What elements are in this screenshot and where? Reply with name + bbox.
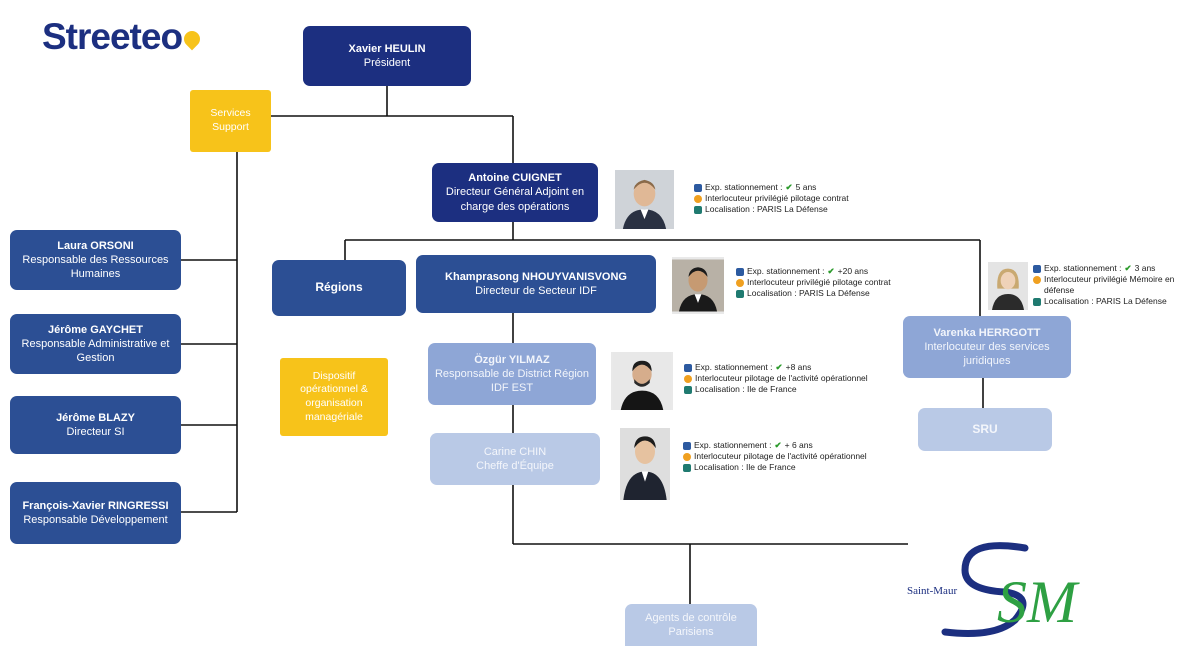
equipe-name: Carine CHIN <box>483 445 547 458</box>
interlocutor-icon <box>736 278 744 287</box>
checkmark-icon: ✔ <box>785 182 793 192</box>
logo-sm-text: SM <box>997 569 1080 635</box>
interlocutor-text: Interlocuteur pilotage de l'activité opé… <box>694 451 867 461</box>
logo-text: Streeteo <box>42 16 183 57</box>
dga-box: Antoine CUIGNET Directeur Général Adjoin… <box>432 163 598 222</box>
district-role: Responsable de District Région IDF EST <box>434 367 590 395</box>
district-name: Özgür YILMAZ <box>474 353 550 366</box>
exp-label: Exp. stationnement : <box>1044 263 1122 273</box>
location-icon <box>1033 297 1041 306</box>
logo-saint-maur-text: Saint-Maur <box>907 585 957 597</box>
location-text: Localisation : PARIS La Défense <box>1044 296 1167 306</box>
president-role: Président <box>363 57 411 69</box>
saint-maur-logo: SM Saint-Maur <box>907 542 1080 637</box>
location-icon <box>736 289 744 298</box>
location-icon <box>683 463 691 472</box>
info-nhouyvanisvong: Exp. stationnement :✔+20 ans Interlocute… <box>736 266 891 299</box>
location-text: Localisation : Ile de France <box>694 462 796 472</box>
dga-role: Directeur Général Adjoint en charge des … <box>445 186 585 213</box>
juridique-name: Varenka HERRGOTT <box>933 326 1041 339</box>
president-name: Xavier HEULIN <box>348 42 426 55</box>
services-support-box: Services Support <box>190 90 271 152</box>
interlocutor-icon <box>684 374 692 383</box>
staff-name: François-Xavier RINGRESSI <box>22 499 169 512</box>
location-text: Localisation : PARIS La Défense <box>747 288 870 298</box>
location-text: Localisation : PARIS La Défense <box>705 204 828 214</box>
streeteo-logo: Streeteo <box>42 16 204 58</box>
exp-label: Exp. stationnement : <box>747 266 825 276</box>
staff-role: Responsable Développement <box>23 514 168 526</box>
equipe-box: Carine CHIN Cheffe d'Équipe <box>430 433 600 485</box>
photo-herrgott <box>988 262 1028 310</box>
exp-label: Exp. stationnement : <box>695 362 773 372</box>
staff-role: Directeur SI <box>66 426 125 438</box>
experience-icon <box>684 363 692 372</box>
checkmark-icon: ✔ <box>774 440 782 450</box>
interlocutor-text: Interlocuteur pilotage de l'activité opé… <box>695 373 868 383</box>
services-support-label: Services Support <box>210 107 251 133</box>
sru-box: SRU <box>918 408 1052 451</box>
photo-chin <box>620 428 670 500</box>
location-pin-icon <box>180 27 204 51</box>
experience-icon <box>694 183 702 192</box>
exp-value: 3 ans <box>1134 263 1156 273</box>
staff-name: Laura ORSONI <box>57 239 134 252</box>
juridique-role: Interlocuteur des services juridiques <box>924 340 1050 368</box>
checkmark-icon: ✔ <box>1124 263 1132 273</box>
location-text: Localisation : Ile de France <box>695 384 797 394</box>
agents-label: Agents de contrôle Parisiens <box>645 611 737 638</box>
exp-value: +20 ans <box>837 266 869 276</box>
staff-box-ringressi: François-Xavier RINGRESSI Responsable Dé… <box>10 482 181 544</box>
photo-yilmaz <box>611 352 673 410</box>
interlocutor-icon <box>683 452 691 461</box>
sru-label: SRU <box>972 421 998 436</box>
interlocutor-text: Interlocuteur privilégié Mémoire en défe… <box>1044 274 1175 295</box>
experience-icon <box>683 441 691 450</box>
info-chin: Exp. stationnement :✔+ 6 ans Interlocute… <box>683 440 867 473</box>
secteur-role: Directeur de Secteur IDF <box>475 285 597 297</box>
interlocutor-text: Interlocuteur privilégié pilotage contra… <box>705 193 849 203</box>
staff-role: Responsable des Ressources Humaines <box>22 253 169 281</box>
equipe-role: Cheffe d'Équipe <box>476 460 554 472</box>
staff-name: Jérôme BLAZY <box>56 411 135 424</box>
staff-role: Responsable Administrative et Gestion <box>21 337 170 365</box>
info-herrgott: Exp. stationnement :✔3 ans Interlocuteur… <box>1033 263 1188 307</box>
experience-icon <box>736 267 744 276</box>
exp-value: + 6 ans <box>784 440 813 450</box>
interlocutor-icon <box>694 194 702 203</box>
location-icon <box>684 385 692 394</box>
regions-box: Régions <box>272 260 406 316</box>
photo-nhouyvanisvong <box>672 257 724 314</box>
secteur-name: Khamprasong NHOUYVANISVONG <box>445 270 627 283</box>
info-yilmaz: Exp. stationnement :✔+8 ans Interlocuteu… <box>684 362 868 395</box>
exp-label: Exp. stationnement : <box>694 440 772 450</box>
dispositif-label: Dispositif opérationnel & organisation m… <box>300 369 368 423</box>
district-box: Özgür YILMAZ Responsable de District Rég… <box>428 343 596 405</box>
staff-name: Jérôme GAYCHET <box>48 323 143 336</box>
president-box: Xavier HEULIN Président <box>303 26 471 86</box>
exp-value: +8 ans <box>785 362 812 372</box>
checkmark-icon: ✔ <box>827 266 835 276</box>
interlocutor-icon <box>1033 276 1041 284</box>
interlocutor-text: Interlocuteur privilégié pilotage contra… <box>747 277 891 287</box>
secteur-box: Khamprasong NHOUYVANISVONG Directeur de … <box>416 255 656 313</box>
regions-label: Régions <box>315 280 363 295</box>
staff-box-gaychet: Jérôme GAYCHET Responsable Administrativ… <box>10 314 181 374</box>
info-cuignet: Exp. stationnement :✔5 ans Interlocuteur… <box>694 182 849 215</box>
dispositif-box: Dispositif opérationnel & organisation m… <box>280 358 388 436</box>
photo-cuignet <box>615 170 674 229</box>
exp-label: Exp. stationnement : <box>705 182 783 192</box>
staff-box-blazy: Jérôme BLAZY Directeur SI <box>10 396 181 454</box>
exp-value: 5 ans <box>795 182 817 192</box>
agents-box: Agents de contrôle Parisiens <box>625 604 757 646</box>
staff-box-orsoni: Laura ORSONI Responsable des Ressources … <box>10 230 181 290</box>
dga-name: Antoine CUIGNET <box>468 172 562 185</box>
checkmark-icon: ✔ <box>775 362 783 372</box>
experience-icon <box>1033 264 1041 273</box>
juridique-box: Varenka HERRGOTT Interlocuteur des servi… <box>903 316 1071 378</box>
location-icon <box>694 205 702 214</box>
